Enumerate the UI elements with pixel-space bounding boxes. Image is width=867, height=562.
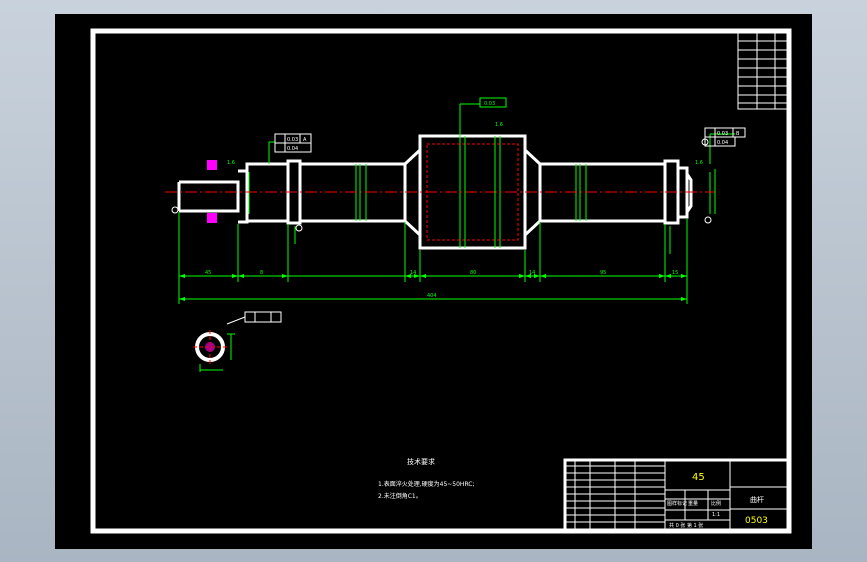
tol-right-runout: 0.04	[717, 140, 728, 146]
title-drawing-number: 0503	[745, 516, 768, 526]
tolerance-frame-top: 0.03	[479, 97, 507, 108]
tol-right-flat: 0.03	[717, 131, 728, 137]
parameter-table	[737, 30, 790, 110]
dim-seg-1: 45	[205, 270, 211, 276]
arrowheads	[179, 274, 687, 301]
dimension-lines	[178, 103, 735, 304]
title-col-1: 图样标记	[667, 500, 687, 507]
title-material: 45	[692, 472, 705, 483]
tech-heading: 技术要求	[407, 457, 435, 466]
dimension-texts: 45 8 14 80 14 95 15 404 1.6 1.6 1.6	[205, 122, 703, 299]
cad-drawing: 45 8 14 80 14 95 15 404 1.6 1.6 1.6 0.03…	[90, 28, 792, 534]
drawing-canvas: 45 8 14 80 14 95 15 404 1.6 1.6 1.6 0.03…	[55, 14, 812, 549]
fork-marks	[207, 160, 217, 223]
drawing-frame	[90, 28, 792, 534]
tech-line-2: 2.未注倒角C1。	[378, 492, 422, 500]
dim-seg-7: 15	[672, 270, 678, 276]
dim-seg-2: 8	[260, 270, 263, 276]
tol-top-value: 0.03	[484, 101, 495, 107]
title-sheet-info: 共 0 张 第 1 张	[669, 522, 703, 529]
section-view	[193, 311, 282, 372]
tol-left-runout: 0.04	[287, 146, 298, 152]
tol-left-flat: 0.03	[287, 137, 298, 143]
roughness-right: 1.6	[695, 160, 703, 166]
dim-seg-6: 95	[600, 270, 606, 276]
tol-left-datum: A	[303, 137, 307, 143]
dim-seg-4: 80	[470, 270, 476, 276]
dim-seg-5: 14	[529, 270, 535, 276]
tech-line-1: 1.表面淬火处理,硬度为45~50HRC;	[378, 480, 475, 488]
datum-symbols	[171, 138, 712, 232]
title-part-name: 曲杆	[750, 495, 764, 504]
roughness-left: 1.6	[227, 160, 235, 166]
tol-right-datum: B	[736, 131, 740, 137]
dim-seg-3: 14	[410, 270, 416, 276]
title-scale: 1:1	[712, 512, 720, 518]
dim-overall: 404	[427, 293, 437, 299]
tech-requirements: 技术要求 1.表面淬火处理,硬度为45~50HRC; 2.未注倒角C1。	[378, 457, 475, 500]
title-block: 45 曲杆 0503 图样标记 重量 比例 1:1 共 0 张 第 1 张	[563, 458, 791, 533]
title-col-2: 重量	[688, 500, 698, 507]
roughness-top: 1.6	[495, 122, 503, 128]
title-col-3: 比例	[711, 500, 721, 507]
tolerance-frame-right: 0.03 0.04 B	[704, 127, 746, 147]
tolerance-frame-left: 0.03 0.04 A	[274, 133, 312, 153]
